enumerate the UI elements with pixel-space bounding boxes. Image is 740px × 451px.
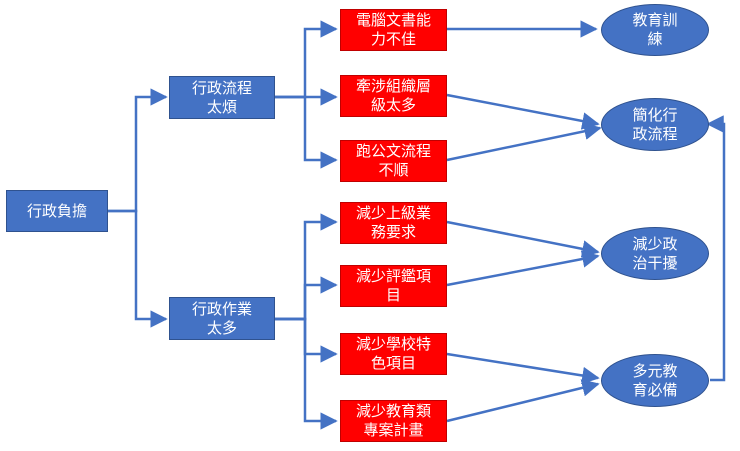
connector-e4-to-e2 (706, 115, 726, 382)
connector-work-to-r7 (275, 317, 338, 430)
reason-node-5: 減少評鑑項 目 (340, 265, 447, 307)
reason-node-3: 跑公文流程 不順 (340, 140, 447, 182)
connector-r5-to-e3 (446, 250, 600, 287)
connector-r4-to-e3 (446, 220, 600, 258)
connector-r7-to-e4 (446, 379, 600, 423)
connector-r2-to-e2 (446, 93, 600, 130)
reason-node-1: 電腦文書能 力不佳 (340, 9, 447, 51)
connector-r6-to-e4 (446, 352, 600, 385)
cause-node-flow: 行政流程 太煩 (169, 76, 275, 119)
connector-r3-to-e2 (446, 122, 602, 162)
solution-node-3: 減少政 治干擾 (601, 227, 709, 280)
reason-node-7: 減少教育類 專案計畫 (340, 400, 447, 442)
connector-root-to-work (108, 209, 168, 328)
connector-root-to-flow (108, 88, 168, 213)
solution-node-2: 簡化行 政流程 (601, 98, 709, 151)
reason-node-6: 減少學校特 色項目 (340, 333, 447, 375)
solution-node-4: 多元教 育必備 (601, 354, 709, 407)
reason-node-4: 減少上級業 務要求 (340, 202, 447, 244)
connector-flow-to-r3 (275, 95, 338, 169)
solution-node-1: 教育訓 練 (601, 4, 709, 56)
connector-work-to-r5 (275, 276, 338, 321)
reason-node-2: 牽涉組織層 級太多 (340, 75, 447, 117)
connector-flow-to-r1 (275, 20, 338, 99)
cause-node-work: 行政作業 太多 (169, 297, 275, 340)
root-node: 行政負擔 (6, 190, 108, 232)
